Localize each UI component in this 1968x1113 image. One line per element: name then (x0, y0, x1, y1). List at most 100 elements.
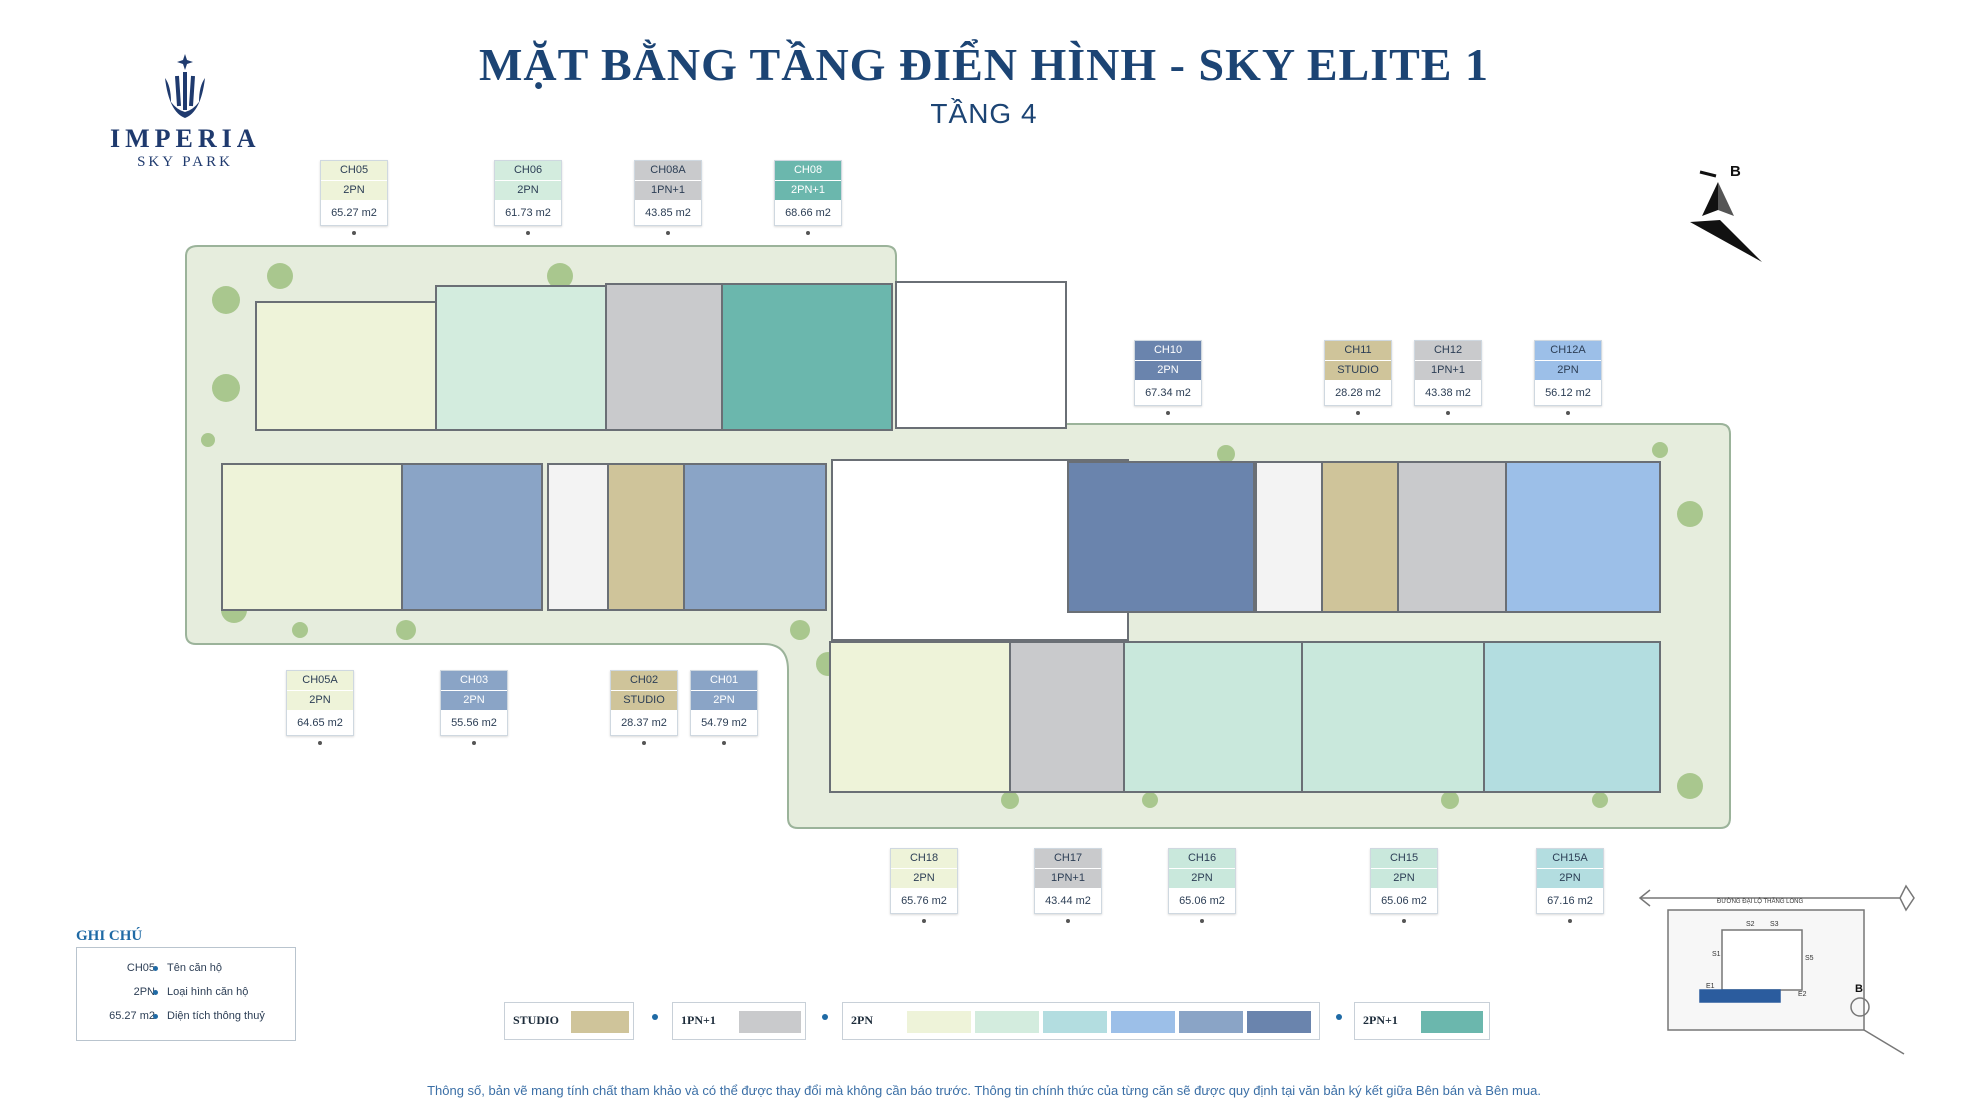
unit-area: 65.06 m2 (1371, 889, 1437, 913)
legend-key: CH05 (126, 962, 155, 974)
site-block-s5: S5 (1805, 955, 1814, 962)
unit-type: STUDIO (1325, 361, 1391, 381)
legend-row-type: 2PN Loại hình căn hộ (77, 982, 295, 1004)
unit-type: 1PN+1 (1035, 869, 1101, 889)
unit-area: 43.44 m2 (1035, 889, 1101, 913)
unit-code: CH12A (1535, 341, 1601, 361)
unit-code: CH01 (691, 671, 757, 691)
unit-code: CH15 (1371, 849, 1437, 869)
trees (201, 263, 1703, 809)
unit-marker-dot (1066, 919, 1070, 923)
unit-area: 43.85 m2 (635, 201, 701, 225)
unit-type: 1PN+1 (635, 181, 701, 201)
unit-code: CH05 (321, 161, 387, 181)
legend-box: CH05 Tên căn hộ 2PN Loại hình căn hộ 65.… (76, 947, 296, 1041)
unit-area: 55.56 m2 (441, 711, 507, 735)
key-swatch (1421, 1011, 1483, 1033)
unit-area: 68.66 m2 (775, 201, 841, 225)
site-block-e1: E1 (1706, 983, 1715, 990)
key-separator (822, 1014, 828, 1020)
unit-marker-dot (318, 741, 322, 745)
key-label: STUDIO (513, 1013, 560, 1027)
legend-value: Tên căn hộ (167, 962, 223, 974)
site-block-s1: S1 (1712, 951, 1721, 958)
unit-type: 2PN (1371, 869, 1437, 889)
unit-area: 54.79 m2 (691, 711, 757, 735)
key-1pn1: 1PN+1 (672, 1002, 806, 1040)
key-swatch (1111, 1011, 1175, 1033)
unit-code: CH06 (495, 161, 561, 181)
compass-label: B (1730, 163, 1741, 180)
unit-type: 2PN (1135, 361, 1201, 381)
key-swatch (1247, 1011, 1311, 1033)
unit-code: CH10 (1135, 341, 1201, 361)
key-swatch (571, 1011, 629, 1033)
unit-marker-dot (472, 741, 476, 745)
key-swatch (907, 1011, 971, 1033)
unit-marker-dot (642, 741, 646, 745)
legend-row-area: 65.27 m2 Diện tích thông thuỷ (77, 1006, 295, 1028)
unit-type: 2PN (1535, 361, 1601, 381)
unit-type: 2PN (1537, 869, 1603, 889)
unit-area: 65.27 m2 (321, 201, 387, 225)
apartment-blocks (221, 281, 1661, 793)
key-separator (652, 1014, 658, 1020)
footnote: Thông số, bản vẽ mang tính chất tham khả… (427, 1083, 1541, 1098)
unit-type: 2PN (691, 691, 757, 711)
logo-brand: IMPERIA (110, 124, 261, 153)
key-swatch (1179, 1011, 1243, 1033)
logo-emblem-icon (165, 54, 205, 118)
unit-marker-dot (1566, 411, 1570, 415)
unit-area: 28.28 m2 (1325, 381, 1391, 405)
key-2pn1: 2PN+1 (1354, 1002, 1490, 1040)
unit-type: 2PN+1 (775, 181, 841, 201)
unit-code: CH16 (1169, 849, 1235, 869)
unit-marker-dot (1166, 411, 1170, 415)
legend-dot (153, 990, 158, 995)
unit-type: 2PN (891, 869, 957, 889)
page-title: MẶT BẰNG TẦNG ĐIỂN HÌNH - SKY ELITE 1 (479, 39, 1489, 90)
unit-code: CH11 (1325, 341, 1391, 361)
key-label: 1PN+1 (681, 1013, 716, 1027)
unit-marker-dot (722, 741, 726, 745)
site-block-s3: S3 (1770, 921, 1779, 928)
unit-marker-dot (666, 231, 670, 235)
legend-value: Diện tích thông thuỷ (167, 1010, 265, 1022)
key-separator (1336, 1014, 1342, 1020)
unit-type: 2PN (1169, 869, 1235, 889)
unit-area: 28.37 m2 (611, 711, 677, 735)
legend-key: 2PN (133, 986, 155, 998)
unit-code: CH02 (611, 671, 677, 691)
unit-type: 2PN (495, 181, 561, 201)
site-block-e2: E2 (1798, 991, 1807, 998)
key-swatch (739, 1011, 801, 1033)
unit-marker-dot (806, 231, 810, 235)
site-location-map: ĐƯỜNG ĐẠI LỘ THĂNG LONG S2 S3 S1 S5 E1 E… (1638, 884, 1915, 1055)
key-studio: STUDIO (504, 1002, 634, 1040)
unit-area: 67.16 m2 (1537, 889, 1603, 913)
unit-area: 56.12 m2 (1535, 381, 1601, 405)
unit-marker-dot (1568, 919, 1572, 923)
unit-marker-dot (1200, 919, 1204, 923)
key-label: 2PN+1 (1363, 1013, 1398, 1027)
site-compass-label: B (1855, 983, 1863, 995)
unit-marker-dot (352, 231, 356, 235)
unit-area: 65.76 m2 (891, 889, 957, 913)
unit-area: 64.65 m2 (287, 711, 353, 735)
unit-code: CH08A (635, 161, 701, 181)
imperia-logo: IMPERIA SKY PARK (110, 52, 260, 171)
unit-marker-dot (1356, 411, 1360, 415)
key-2pn: 2PN (842, 1002, 1320, 1040)
legend-key: 65.27 m2 (109, 1010, 155, 1022)
